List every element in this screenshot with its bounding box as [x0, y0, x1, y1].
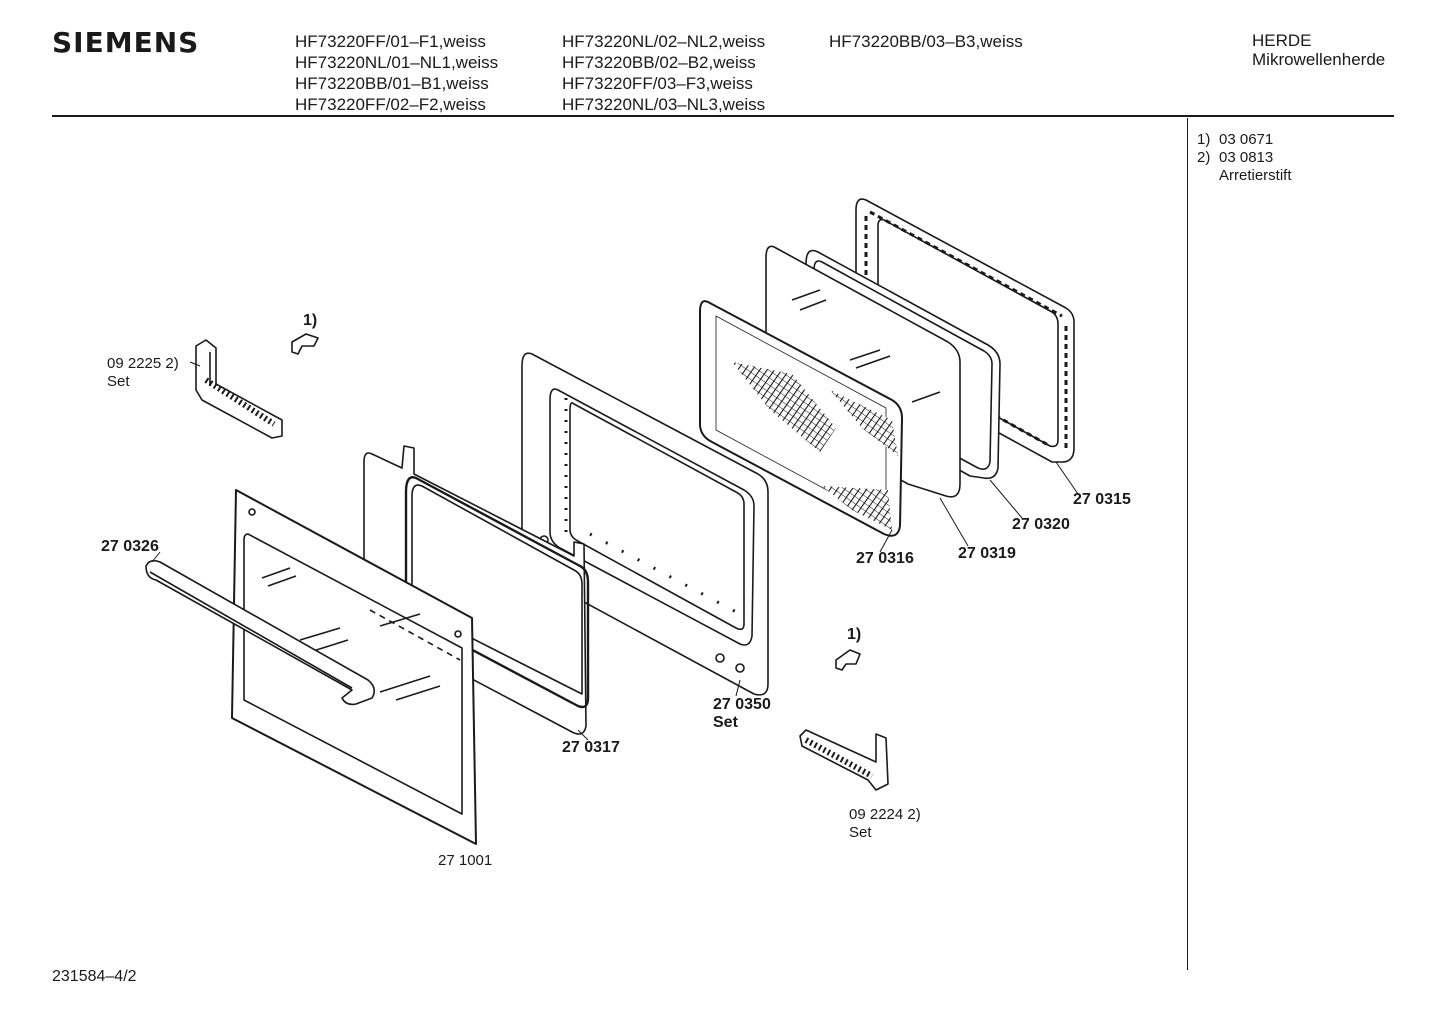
hinge-left-part: [195, 339, 283, 439]
model-item: HF73220FF/02–F2,weiss: [295, 95, 486, 114]
model-item: HF73220NL/03–NL3,weiss: [562, 95, 766, 114]
part-label-choke-frame: 27 0315: [1073, 491, 1131, 508]
footnote-text: Arretierstift: [1219, 167, 1292, 184]
glass-screen-part: [699, 300, 903, 537]
part-number: 09 2224 2): [849, 806, 921, 823]
brand-logo: SIEMENS: [52, 26, 200, 59]
part-number: 27 0350: [713, 696, 771, 713]
category-block: HERDE Mikrowellenherde: [1252, 31, 1385, 69]
door-handle-part: [145, 559, 376, 706]
hinge-right-part: [799, 729, 889, 791]
footnote-row: Arretierstift: [1197, 167, 1292, 185]
model-item: HF73220NL/01–NL1,weiss: [295, 53, 499, 72]
part-set: Set: [849, 824, 872, 841]
model-item: HF73220NL/02–NL2,weiss: [562, 32, 766, 51]
footnote-row: 1) 03 0671: [1197, 131, 1292, 149]
part-set: Set: [713, 714, 738, 731]
model-item: HF73220FF/01–F1,weiss: [295, 32, 486, 51]
pin-top-part: [291, 333, 319, 355]
footnote-row: 2) 03 0813: [1197, 149, 1292, 167]
part-label-pin-bottom: 1): [847, 626, 862, 643]
part-label-hinge-right: 09 2224 2) Set: [849, 806, 921, 842]
model-list-col3: HF73220BB/03–B3,weiss: [829, 31, 1023, 52]
door-frame-part: [521, 352, 769, 696]
document-number: 231584–4/2: [52, 968, 137, 985]
category-label: HERDE: [1252, 31, 1312, 50]
glass-part: [765, 245, 961, 498]
part-label-glass: 27 0319: [958, 545, 1016, 562]
pin-bottom-part: [835, 649, 861, 671]
model-item: HF73220BB/01–B1,weiss: [295, 74, 489, 93]
part-label-pin-top: 1): [303, 312, 318, 329]
model-list-col1: HF73220FF/01–F1,weiss HF73220NL/01–NL1,w…: [295, 31, 498, 115]
part-label-hinge-left: 09 2225 2) Set: [107, 355, 179, 391]
header-divider: [52, 115, 1394, 117]
leader-lines: [151, 361, 1079, 741]
footnote-number: 2): [1197, 149, 1211, 166]
model-item: HF73220BB/02–B2,weiss: [562, 53, 756, 72]
notes-divider: [1187, 118, 1188, 970]
part-number: 09 2225 2): [107, 355, 179, 372]
model-item: HF73220FF/03–F3,weiss: [562, 74, 753, 93]
footnotes: 1) 03 0671 2) 03 0813 Arretierstift: [1197, 131, 1292, 185]
model-list-col2: HF73220NL/02–NL2,weiss HF73220BB/02–B2,w…: [562, 31, 765, 115]
part-label-door-frame: 27 0350 Set: [713, 696, 771, 732]
part-label-glass-screen: 27 0316: [856, 550, 914, 567]
part-set: Set: [107, 373, 130, 390]
footnote-text: 03 0671: [1219, 131, 1274, 148]
choke-frame-part: [855, 198, 1075, 463]
part-label-seal: 27 0320: [1012, 516, 1070, 533]
subcategory-label: Mikrowellenherde: [1252, 50, 1386, 69]
footnote-text: 03 0813: [1219, 149, 1274, 166]
model-item: HF73220BB/03–B3,weiss: [829, 32, 1023, 51]
part-label-outer-door: 27 1001: [438, 852, 493, 869]
part-label-handle: 27 0326: [101, 538, 159, 555]
part-label-door-panel: 27 0317: [562, 739, 620, 756]
footnote-number: 1): [1197, 131, 1211, 148]
